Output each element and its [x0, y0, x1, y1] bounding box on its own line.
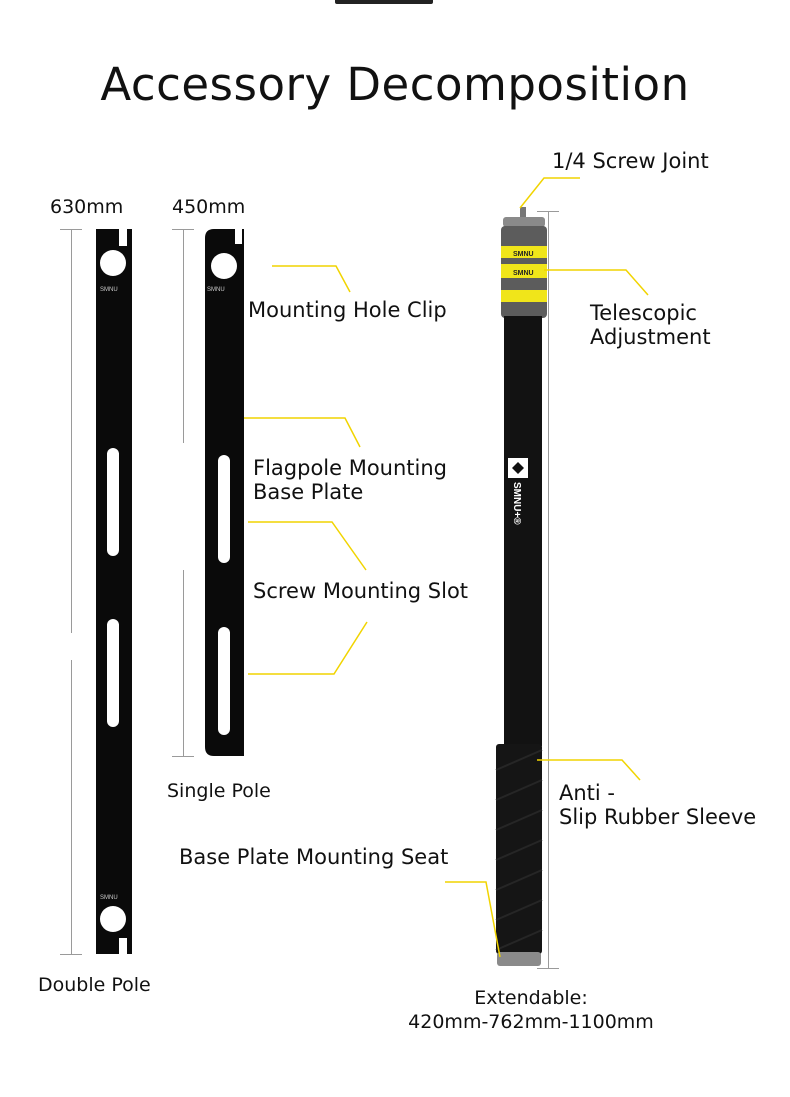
telescopic-label-line1: Telescopic: [590, 301, 697, 325]
anti-slip-label-line2: Slip Rubber Sleeve: [559, 805, 757, 829]
mounting-hole-clip-label: Mounting Hole Clip: [248, 298, 447, 322]
screw-slot-label: Screw Mounting Slot: [253, 579, 469, 603]
single-pole-caption: Single Pole: [167, 780, 271, 802]
anti-slip-label-line1: Anti -: [559, 781, 615, 805]
svg-text:SMNU+®: SMNU+®: [511, 482, 522, 525]
svg-text:SMNU: SMNU: [207, 287, 225, 293]
single-length-label: 450mm: [172, 196, 246, 218]
svg-text:SMNU: SMNU: [100, 895, 118, 901]
double-pole-plate: SMNU SMNU: [96, 229, 132, 954]
single-dim-bottom-cap: [172, 756, 194, 757]
extendable-label-line1: Extendable:: [474, 987, 588, 1009]
flagpole-base-label-line1: Flagpole Mounting: [253, 456, 448, 480]
flagpole-base-label-line2: Base Plate: [253, 480, 364, 504]
single-dim-line-bottom: [183, 570, 184, 756]
double-dim-line-bottom: [71, 660, 72, 954]
svg-text:SMNU: SMNU: [513, 270, 534, 277]
telescopic-label-line2: Adjustment: [590, 325, 711, 349]
top-edge-bar: [335, 0, 433, 4]
svg-text:SMNU: SMNU: [100, 287, 118, 293]
double-pole-caption: Double Pole: [38, 974, 151, 996]
page-title: Accessory Decomposition: [100, 58, 690, 111]
double-dim-bottom-cap: [60, 954, 82, 955]
callout-lines: [244, 177, 649, 958]
svg-text:SMNU: SMNU: [513, 251, 534, 258]
single-dim-line-top: [183, 229, 184, 443]
single-pole-plate: SMNU: [205, 229, 244, 756]
base-seat-label: Base Plate Mounting Seat: [179, 845, 449, 869]
extendable-label-line2: 420mm-762mm-1100mm: [408, 1011, 654, 1033]
pole-dim-line: [548, 211, 549, 968]
screw-joint-label: 1/4 Screw Joint: [552, 149, 709, 173]
double-dim-line-top: [71, 229, 72, 633]
double-length-label: 630mm: [50, 196, 124, 218]
pole-dim-bottom-cap: [537, 968, 559, 969]
telescopic-pole: SMNU SMNU SMNU+®: [495, 207, 547, 966]
